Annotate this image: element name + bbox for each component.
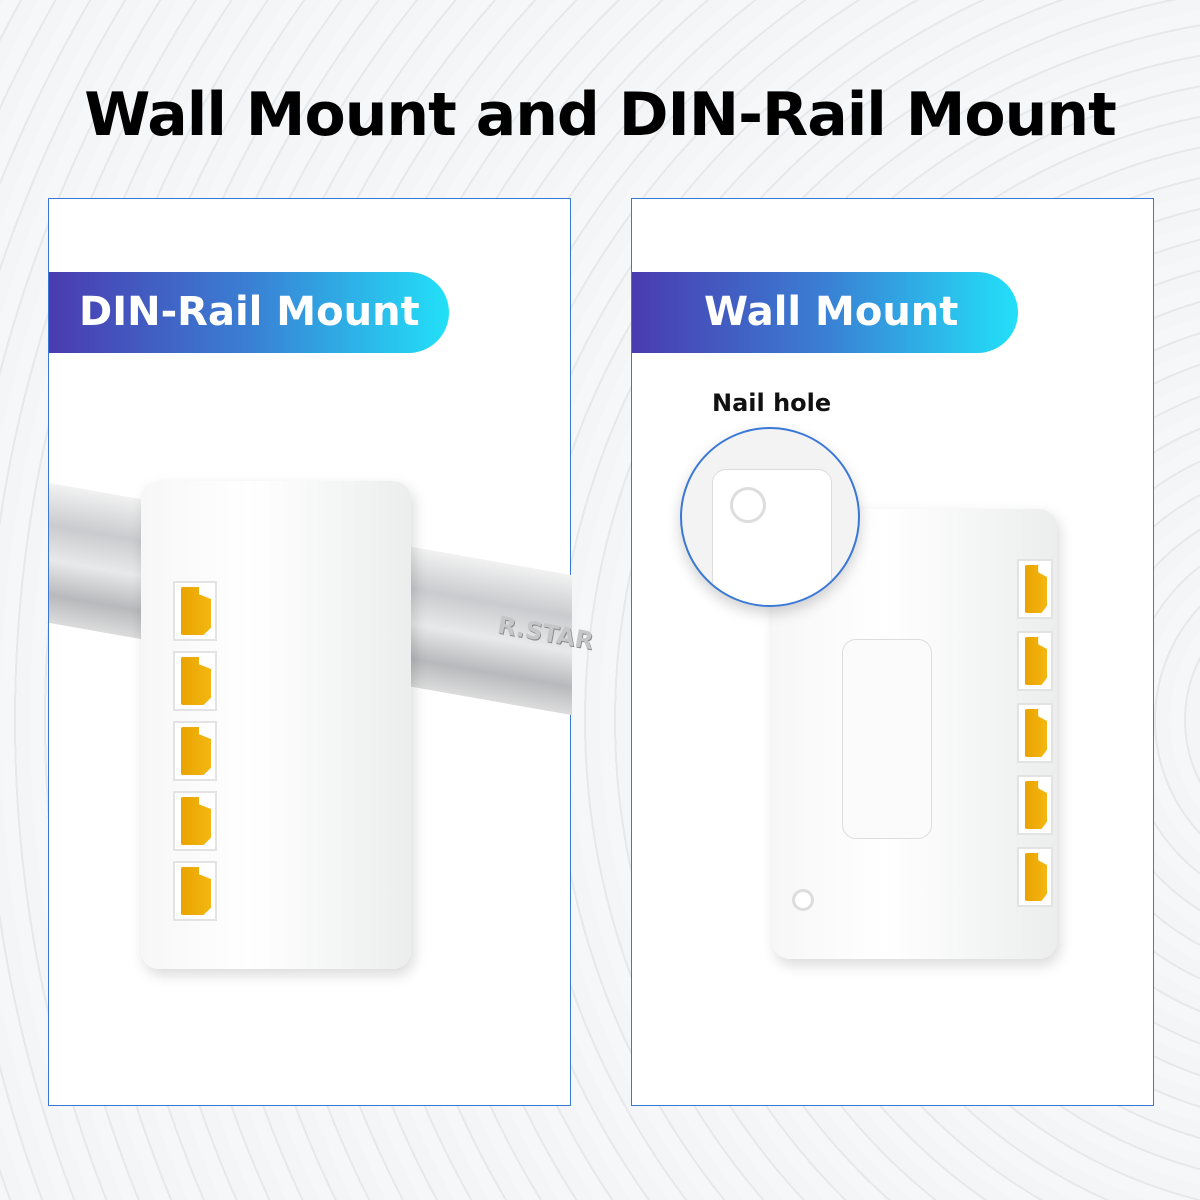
din-rail-panel: DIN-Rail Mount R.STAR (48, 198, 596, 1106)
ethernet-port (1017, 703, 1053, 763)
ethernet-port (1017, 631, 1053, 691)
nail-hole-callout (680, 427, 860, 607)
ethernet-port (1017, 559, 1053, 619)
ethernet-port (173, 721, 217, 781)
label-recess (842, 639, 932, 839)
ethernet-port (173, 791, 217, 851)
nail-hole-label: Nail hole (712, 389, 832, 417)
poe-switch-device (772, 509, 1057, 959)
mount-tab (712, 469, 832, 605)
ethernet-port (1017, 775, 1053, 835)
din-rail-banner: DIN-Rail Mount (49, 272, 449, 353)
ethernet-port (173, 861, 217, 921)
nail-hole-icon (730, 487, 766, 523)
page-title: Wall Mount and DIN-Rail Mount (84, 80, 1117, 150)
ethernet-port (1017, 847, 1053, 907)
poe-switch-device (141, 481, 411, 969)
ethernet-port (173, 651, 217, 711)
ethernet-port (173, 581, 217, 641)
wall-mount-banner: Wall Mount (632, 272, 1018, 353)
wall-mount-panel: Wall Mount Nail hole (631, 198, 1154, 1106)
screw-hole-icon (792, 889, 814, 911)
